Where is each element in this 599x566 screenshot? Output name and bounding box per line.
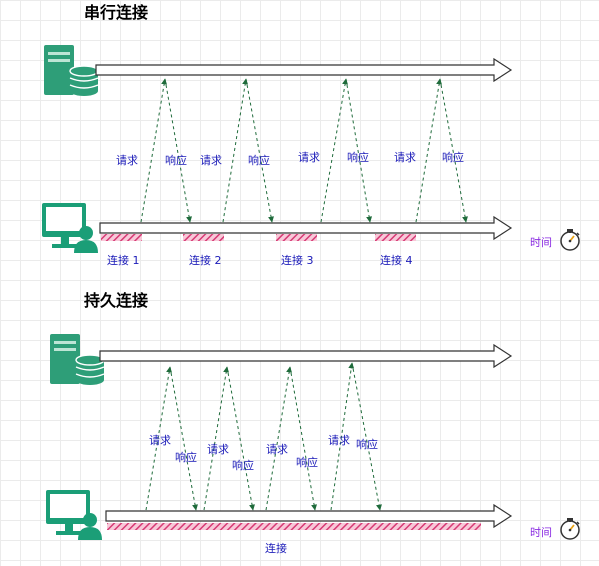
response-arrow-2 bbox=[245, 78, 274, 223]
request-arrow-2 bbox=[222, 78, 249, 223]
stopwatch-icon bbox=[560, 517, 580, 540]
response-arrow-4 bbox=[439, 78, 468, 223]
time-label-serial: 时间 bbox=[530, 236, 552, 249]
monitor-user-icon bbox=[46, 490, 102, 540]
request-label-1: 请求 bbox=[116, 154, 138, 167]
request-arrow-4 bbox=[415, 78, 443, 223]
response-arrow-4 bbox=[351, 362, 382, 511]
server-timeline-arrow bbox=[95, 57, 513, 83]
client-timeline-arrow bbox=[99, 215, 513, 241]
response-arrow-3 bbox=[289, 366, 318, 511]
request-arrow-3 bbox=[320, 78, 349, 223]
persistent-title: 持久连接 bbox=[84, 291, 148, 310]
response-arrow-3 bbox=[345, 78, 373, 223]
request-arrow-1 bbox=[145, 366, 173, 511]
server-icon bbox=[49, 333, 105, 386]
server-timeline-arrow bbox=[99, 343, 513, 369]
response-arrow-1 bbox=[164, 78, 193, 223]
response-arrow-2 bbox=[226, 366, 255, 511]
connection-bar-1 bbox=[101, 234, 142, 241]
connection-label-2: 连接 2 bbox=[189, 254, 222, 267]
response-label-3: 响应 bbox=[347, 150, 369, 164]
request-label-3: 请求 bbox=[298, 151, 320, 164]
request-label-1: 请求 bbox=[149, 434, 171, 447]
request-label-4: 请求 bbox=[328, 434, 350, 447]
serial-title: 串行连接 bbox=[84, 3, 148, 22]
request-arrow-1 bbox=[140, 78, 168, 223]
request-arrow-4 bbox=[330, 362, 355, 511]
request-arrow-3 bbox=[265, 366, 293, 511]
connection-bar-2 bbox=[183, 234, 224, 241]
server-icon bbox=[43, 44, 99, 97]
response-arrow-1 bbox=[169, 366, 198, 511]
connection-label-4: 连接 4 bbox=[380, 254, 413, 267]
response-label-1: 响应 bbox=[175, 450, 197, 464]
connection-label-3: 连接 3 bbox=[281, 254, 314, 267]
persistent-connection-bar bbox=[107, 523, 481, 530]
response-label-2: 响应 bbox=[232, 458, 254, 472]
response-label-2: 响应 bbox=[248, 153, 270, 167]
connection-bar-4 bbox=[375, 234, 416, 241]
response-label-4: 响应 bbox=[356, 437, 378, 451]
response-label-1: 响应 bbox=[165, 153, 187, 167]
connection-label-1: 连接 1 bbox=[107, 254, 140, 267]
time-label-persistent: 时间 bbox=[530, 526, 552, 539]
request-label-2: 请求 bbox=[200, 154, 222, 167]
request-label-3: 请求 bbox=[266, 443, 288, 456]
response-label-4: 响应 bbox=[442, 150, 464, 164]
response-label-3: 响应 bbox=[296, 455, 318, 469]
connection-label: 连接 bbox=[265, 542, 287, 555]
request-label-4: 请求 bbox=[394, 151, 416, 164]
stopwatch-icon bbox=[560, 228, 580, 251]
monitor-user-icon bbox=[42, 203, 98, 253]
request-arrow-2 bbox=[203, 366, 230, 511]
request-label-2: 请求 bbox=[207, 443, 229, 456]
connection-bar-3 bbox=[276, 234, 317, 241]
client-timeline-arrow bbox=[105, 503, 513, 529]
